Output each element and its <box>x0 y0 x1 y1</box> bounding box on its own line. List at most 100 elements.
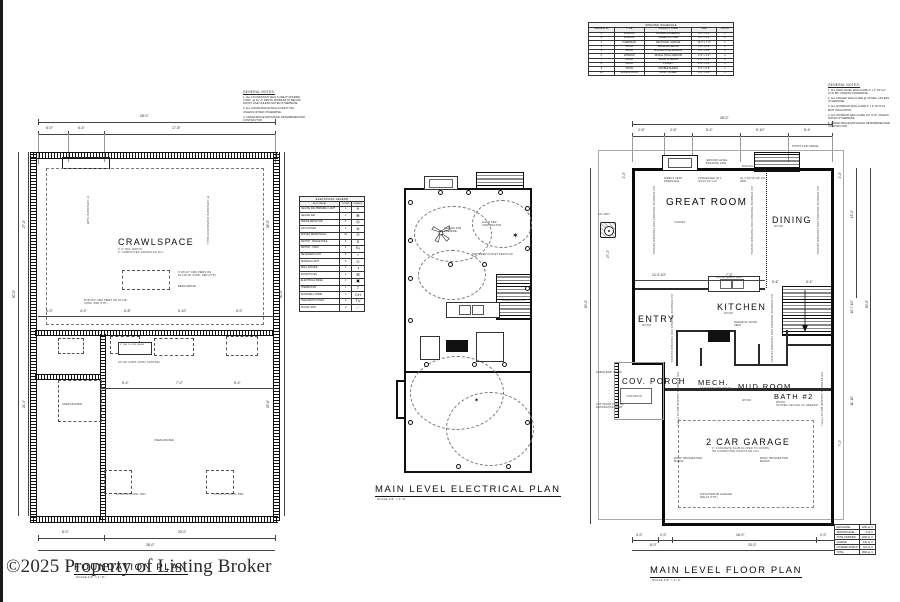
general-note-item: 4. ALL INTERIOR WALLS ARE 1/2" GYP. UNLE… <box>828 113 889 120</box>
concrete-pad <box>122 270 170 290</box>
outlet-icon <box>448 262 453 267</box>
outlet-icon <box>408 276 413 281</box>
legend-cell-name: DOOR BELL CHIME <box>298 291 341 299</box>
dim-left-seg: 21'-4" <box>22 400 26 409</box>
general-notes-left: GENERAL NOTES: 1. ALL FOUNDATION WALLS A… <box>243 90 305 124</box>
schedule-header-row: OPENING ID TYPE PRODUCT CODE SIZE COUNT <box>588 27 735 33</box>
ep-garage-wall-bottom <box>404 471 532 473</box>
dim-interior: 4'-0" <box>80 309 87 313</box>
interior-wall-kitchen <box>635 288 765 290</box>
ep-garage-wall-left <box>404 371 406 473</box>
ep-porch-edge <box>396 417 405 419</box>
room-label-crawlspace: CRAWLSPACE <box>118 237 195 247</box>
room-label-garage: 2 CAR GARAGE <box>706 437 791 447</box>
legend-cell-name: WALL SCONCE <box>298 264 341 273</box>
callout-lvl-hdr: (2) 1 3/4"x9 1/4" LVL HDR <box>740 177 766 183</box>
dim-segment: 5'-4" <box>804 128 811 132</box>
light-fixture-icon: ✶ <box>474 398 480 404</box>
legend-cell-symbol: ⊝ <box>350 231 366 240</box>
foundation-plan-scale: SCALE 1/4" = 1'-0" <box>76 575 105 579</box>
legend-cell-count: 4 <box>339 245 352 253</box>
room-label-cov-porch: COV. PORCH <box>622 377 686 386</box>
ceiling-fan-icon <box>431 225 451 243</box>
opening-schedule: OPENING SCHEDULE OPENING ID TYPE PRODUCT… <box>588 22 735 77</box>
legend-cell-name: RECESSED LIGHT <box>298 251 341 260</box>
outlet-icon <box>502 362 507 367</box>
footing-callout: 16"x16" CONT. CONC. FOOTING <box>118 361 160 364</box>
legend-cell-count: 2 <box>339 271 352 279</box>
room-sublabel-kitchen: WOOD <box>724 312 734 315</box>
rear-stair <box>754 152 800 172</box>
legend-cell-name: SWITCH - 3 WAY <box>298 245 341 253</box>
dim-interior: 7'-0" <box>176 381 183 385</box>
outlet-icon <box>466 190 471 195</box>
outlet-icon <box>424 362 429 367</box>
dim-interior: 5'-0" <box>46 309 53 313</box>
callout-posts-grade: POSTS FOR GRADE <box>792 145 819 148</box>
dim-overall-left: 50'-0" <box>584 300 588 309</box>
main-floor-plan-title: MAIN LEVEL FLOOR PLAN <box>650 565 803 578</box>
interior-wall <box>700 348 702 366</box>
room-label-unexcavated: UNEXCAVATED <box>154 439 174 442</box>
room-sublabel-cov-porch: CONCRETE <box>626 395 643 398</box>
garage-separation-wall <box>665 388 831 391</box>
dim-overall-bottom: 28'-0" <box>146 543 155 547</box>
general-note-item: 1. ALL FOUNDATION WALLS ARE 8" POURED CO… <box>243 95 301 106</box>
dim-line <box>38 122 275 123</box>
schedule-cell: 10 <box>588 70 615 77</box>
pad-callout: 8"x8"x16" CMU PIERS ON 16"x16" CONC. PAD… <box>84 299 128 305</box>
callout-snack-bar: FLUSH SNACK BAR <box>716 276 742 279</box>
concrete-pad <box>104 470 132 494</box>
legend-cell-name: SURFACE LIGHT <box>298 258 341 266</box>
ac-unit-label: A/C UNIT <box>598 213 610 216</box>
general-note-item: 3. CRAWLSPACE ENTRANCE DETERMINED PER CO… <box>243 115 305 122</box>
legend-cell-name: GFCI OUTLET <box>298 225 341 233</box>
floor-drain-label: 4" DIA. FLOOR DRAIN <box>120 344 145 346</box>
garage-wall-note: 2x8 EXTERIOR GARAGE WALLS (TYP.) <box>676 372 679 426</box>
electrical-plan: ELECTRICAL LEGEND ELECTRICAL COUNT SYMBO… <box>296 0 568 602</box>
room-sublabel-crawlspace: 4'-0" MIN. DEPTH 4" COMPACTED GRANULAR F… <box>118 248 164 254</box>
legend-cell-symbol: TV <box>350 297 366 306</box>
callout-range-hood: RANGE W/ HOOD VENT <box>734 321 757 327</box>
dim-segment: 20'-0" <box>178 530 187 534</box>
general-notes-right-title: GENERAL NOTES: <box>828 83 861 87</box>
outlet-icon <box>408 318 413 323</box>
outlet-icon <box>472 362 477 367</box>
dim-segment: 2'-0" <box>820 533 827 537</box>
legend-cell-name: ELECTRICAL PANEL <box>298 277 341 286</box>
legend-cell-name: SWITCH - SINGLE POLE <box>298 238 341 247</box>
foundation-wall-right <box>273 152 280 521</box>
dim-segment: 2'-0" <box>660 533 667 537</box>
building-line <box>598 150 844 520</box>
legend-cell-count: 2 <box>339 264 352 273</box>
legend-cell-count: 1 <box>339 291 352 299</box>
legend-cell-name: CEILING FAN <box>298 212 341 220</box>
electrical-legend-table: ELECTRICAL COUNT SYMBOL CEILING FAN PREW… <box>298 201 366 312</box>
fireplace-insert <box>429 179 453 188</box>
legend-cell-name: CEILING FAN PREWIRE / LIGHT <box>298 205 341 214</box>
general-notes-left-title: GENERAL NOTES: <box>243 90 276 94</box>
outlet-icon <box>525 420 530 425</box>
dim-right-seg: 11'-10" <box>850 396 854 406</box>
legend-cell-name: EXHAUST FAN <box>298 271 341 279</box>
legend-cell-count: 22 <box>339 231 352 240</box>
general-note-item: 2. ALL ANGLED WALLS ARE @ 45 DEG. UNLESS… <box>828 96 890 104</box>
dim-overall-right: 50'-0" <box>279 290 283 299</box>
dim-interior: 5'-4" <box>122 381 129 385</box>
general-note-item: 2. ALL CRAWLSPACE WALLS ARE 8" DIA. UNLE… <box>243 107 295 114</box>
concrete-pad <box>154 338 194 356</box>
general-note-item: 3. ALL EXTERIOR WALLS ARE 2" x 6" W/ R-2… <box>828 105 885 112</box>
electrical-legend: ELECTRICAL LEGEND ELECTRICAL COUNT SYMBO… <box>298 196 366 312</box>
interior-wall <box>676 330 736 332</box>
dim-line <box>38 134 275 135</box>
callout-wood-post: 4'x8' WOOD POST W/ DECORATIVE SKIRT <box>596 403 624 409</box>
legend-cell-count: 1 <box>339 205 352 214</box>
dim-segment: 5'-0" <box>46 126 53 130</box>
legend-cell-symbol: ◑ <box>350 264 366 273</box>
dim-segment: 8'-0" <box>62 530 69 534</box>
